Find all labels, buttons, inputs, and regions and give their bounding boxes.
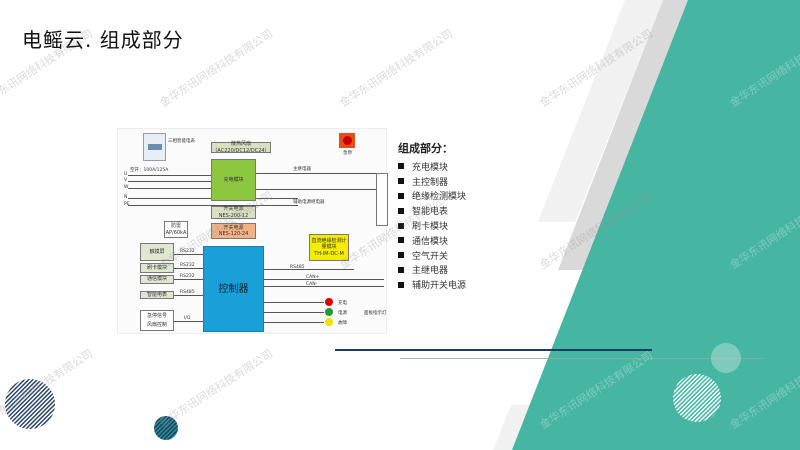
card-module-box: 刷卡模块 [140, 263, 174, 273]
fan-box: 散热风扇（AC220/DC12/DC24） [211, 141, 271, 154]
meter-label: 三相智能电表 [168, 139, 195, 144]
list-item: 辅助开关电源 [398, 277, 498, 292]
bus-label: RS485 [290, 265, 305, 270]
system-diagram: 三相智能电表 散热风扇（AC220/DC12/DC24） 急停 空开：100A/… [117, 128, 388, 334]
main-relay-label: 主继电器 [293, 167, 311, 172]
link-label: RS232 [180, 249, 195, 254]
power-light-icon [325, 308, 333, 316]
phase-label: N [124, 195, 128, 200]
list-item: 绝缘检测模块 [398, 189, 498, 204]
thin-divider [400, 358, 764, 359]
fault-light-icon [325, 318, 333, 326]
link-label: RS485 [180, 290, 195, 295]
bus-label: CAN+ [306, 275, 320, 280]
list-item: 刷卡模块 [398, 218, 498, 233]
light-label: 充电 [338, 301, 347, 306]
aux-relay-label: 辅助电源继电器 [293, 200, 325, 205]
emergency-stop-label: 急停 [343, 151, 352, 156]
breaker-label: 空开：100A/125A [130, 168, 169, 173]
navy-divider [335, 349, 652, 351]
panel-lights-label: 面板指示灯 [364, 311, 387, 316]
list-item: 充电模块 [398, 159, 498, 174]
list-item: 主继电器 [398, 263, 498, 278]
bullet-icon [398, 207, 404, 214]
terminal-strip [376, 173, 388, 226]
bullet-icon [398, 281, 404, 288]
phase-label: U [124, 172, 128, 177]
light-label: 故障 [338, 321, 347, 326]
meter-icon [143, 133, 166, 161]
bullet-icon [398, 178, 404, 185]
gray-stripe [558, 0, 690, 270]
list-item: 主控制器 [398, 174, 498, 189]
phase-label: PE [124, 202, 130, 207]
controller-box: 控制器 [203, 246, 264, 332]
link-label: RS232 [180, 263, 195, 268]
emergency-stop-icon [339, 133, 355, 148]
bullet-icon [398, 252, 404, 259]
hatched-circle-navy [5, 379, 55, 429]
bullet-icon [398, 266, 404, 273]
light-gray-stripe [538, 0, 663, 222]
light-label: 电源 [338, 311, 347, 316]
bus-label: CAN- [306, 282, 318, 287]
charging-module-box: 充电模块 [211, 159, 256, 201]
list-item: 智能电表 [398, 203, 498, 218]
components-list: 组成部分： 充电模块 主控制器 绝缘检测模块 智能电表 刷卡模块 通信模块 空气… [398, 140, 498, 292]
bullet-icon [398, 237, 404, 244]
page-title: 电鳐云. 组成部分 [22, 28, 184, 52]
phase-label: V [124, 178, 128, 183]
touchscreen-box: 触摸屏 [140, 243, 174, 261]
components-heading: 组成部分： [398, 142, 453, 155]
teal-panel [512, 0, 800, 450]
hatched-circle-white [673, 374, 721, 422]
comm-module-box: 通信模块 [140, 275, 174, 284]
bullet-icon [398, 192, 404, 199]
link-label: RS232 [180, 274, 195, 279]
bullet-icon [398, 222, 404, 229]
list-item: 通信模块 [398, 233, 498, 248]
phase-label: W [124, 185, 129, 190]
io-label: I/O [184, 316, 191, 321]
list-item: 空气开关 [398, 248, 498, 263]
signal-box: 急停信号风扇控制 [140, 310, 174, 331]
charging-light-icon [325, 298, 333, 306]
light-circle [711, 343, 741, 373]
bullet-icon [398, 163, 404, 170]
smart-meter-box: 智能电表 [140, 291, 174, 299]
hatched-circle-teal [154, 416, 178, 440]
